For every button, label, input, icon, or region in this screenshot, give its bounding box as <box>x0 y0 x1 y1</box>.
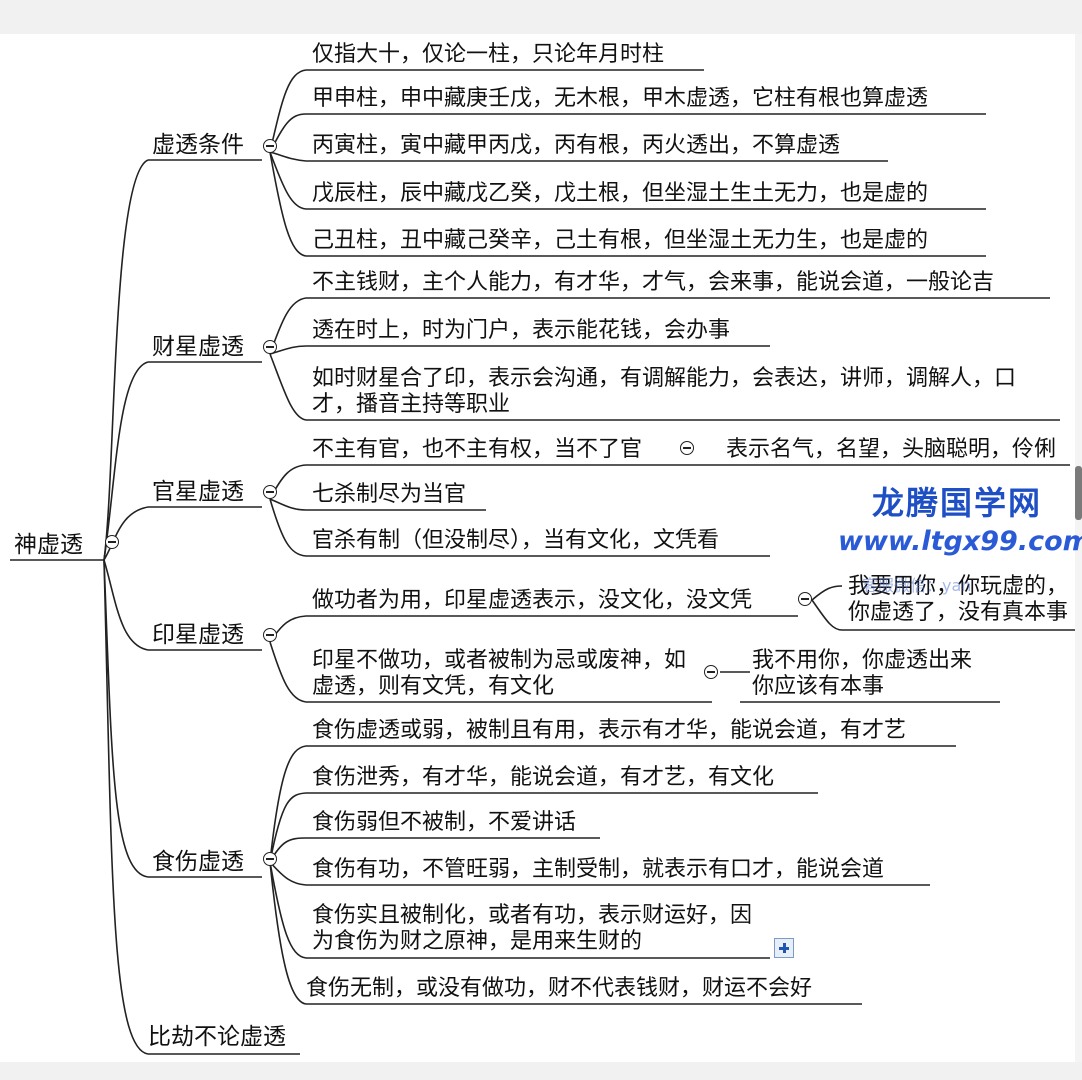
sub-item: 我要用你，你玩虚的，你虚透了，没有真本事 <box>848 574 1069 625</box>
watermark-title: 龙腾国学网 <box>872 484 1043 522</box>
collapse-toggle-icon[interactable] <box>263 628 277 642</box>
list-item: 如时财星合了印，表示会沟通，有调解能力，会表达，讲师，调解人，口才，播音主持等职… <box>312 366 1017 417</box>
sub-item: 我不用你，你虚透出来你应该有本事 <box>752 648 973 699</box>
watermark-faint-text: 客服微信：yan <box>862 576 972 595</box>
collapse-toggle-icon[interactable] <box>798 592 812 606</box>
list-item: 食伤实且被制化，或者有功，表示财运好，因为食伤为财之原神，是用来生财的 <box>312 903 753 954</box>
list-item: 仅指大十，仅论一柱，只论年月时柱 <box>312 42 665 67</box>
list-item: 食伤泄秀，有才华，能说会道，有才艺，有文化 <box>312 765 775 790</box>
list-item: 戊辰柱，辰中藏戊乙癸，戊土根，但坐湿土生土无力，也是虚的 <box>312 181 929 206</box>
collapse-toggle-icon[interactable] <box>263 340 277 354</box>
watermark-url: www.ltgx99.com <box>838 526 1082 557</box>
root-node[interactable]: 神虚透 <box>14 532 83 558</box>
collapse-toggle-icon[interactable] <box>704 665 718 679</box>
scrollbar-thumb[interactable] <box>1075 466 1082 520</box>
branch-bijie[interactable]: 比劫不论虚透 <box>148 1024 286 1050</box>
list-item: 七杀制尽为当官 <box>312 482 467 507</box>
list-item: 不主有官，也不主有权，当不了官 <box>312 437 643 462</box>
list-item: 不主钱财，主个人能力，有才华，才气，会来事，能说会道，一般论吉 <box>312 270 995 295</box>
list-item: 甲申柱，申中藏庚壬戊，无木根，甲木虚透，它柱有根也算虚透 <box>312 86 929 111</box>
list-item: 己丑柱，丑中藏己癸辛，己土有根，但坐湿土无力生，也是虚的 <box>312 228 929 253</box>
collapse-toggle-icon[interactable] <box>680 441 694 455</box>
list-item: 食伤无制，或没有做功，财不代表钱财，财运不会好 <box>306 976 813 1001</box>
list-item: 做功者为用，印星虚透表示，没文化，没文凭 <box>312 588 753 613</box>
collapse-toggle-icon[interactable] <box>263 485 277 499</box>
branch-xutou-tiaojian[interactable]: 虚透条件 <box>152 132 244 158</box>
bottom-strip <box>0 1062 1082 1080</box>
list-item: 食伤有功，不管旺弱，主制受制，就表示有口才，能说会道 <box>312 857 885 882</box>
vertical-scrollbar-track[interactable] <box>1075 34 1082 1062</box>
list-item: 食伤弱但不被制，不爱讲话 <box>312 810 577 835</box>
list-item: 官杀有制（但没制尽），当有文化，文凭看 <box>312 528 720 553</box>
branch-shishang[interactable]: 食伤虚透 <box>152 849 244 875</box>
collapse-toggle-icon[interactable] <box>105 535 119 549</box>
expand-plus-icon[interactable] <box>774 938 794 958</box>
collapse-toggle-icon[interactable] <box>263 852 277 866</box>
list-item: 丙寅柱，寅中藏甲丙戊，丙有根，丙火透出，不算虚透 <box>312 133 841 158</box>
list-item: 食伤虚透或弱，被制且有用，表示有才华，能说会道，有才艺 <box>312 718 907 743</box>
sub-item: 表示名气，名望，头脑聪明，伶俐 <box>726 437 1057 462</box>
branch-caixing[interactable]: 财星虚透 <box>152 334 244 360</box>
collapse-toggle-icon[interactable] <box>263 139 277 153</box>
top-toolbar-strip <box>0 0 1082 34</box>
branch-yinxing[interactable]: 印星虚透 <box>152 622 244 648</box>
list-item: 印星不做功，或者被制为忌或废神，如虚透，则有文凭，有文化 <box>312 648 687 699</box>
list-item: 透在时上，时为门户，表示能花钱，会办事 <box>312 318 731 343</box>
branch-guanxing[interactable]: 官星虚透 <box>152 479 244 505</box>
